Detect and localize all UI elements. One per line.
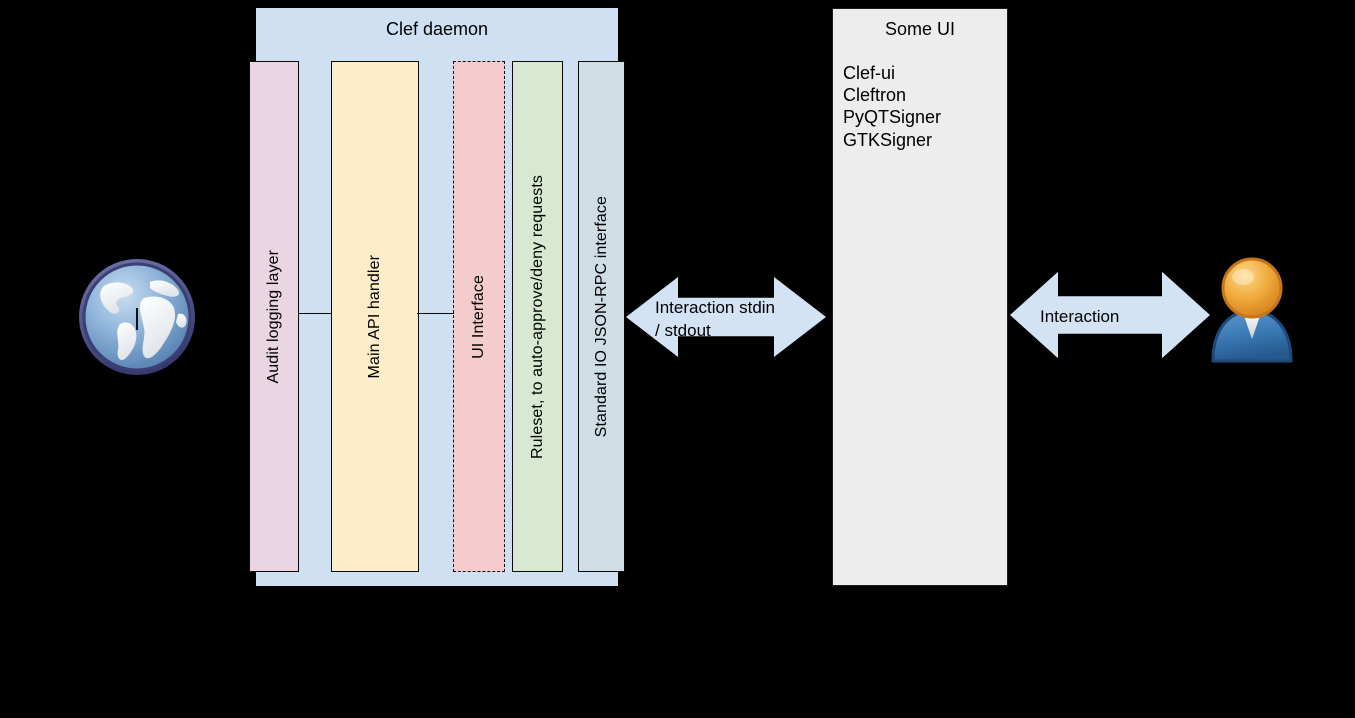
lane-ui-interface: UI Interface: [453, 61, 505, 572]
lane-api-label: Main API handler: [366, 254, 383, 379]
list-item: Cleftron: [843, 85, 907, 106]
lane-ruleset: Ruleset, to auto-approve/deny requests: [512, 61, 563, 572]
globe-icon: [74, 254, 200, 380]
list-item: PyQTSigner: [843, 107, 942, 128]
some-ui-list: Clef-ui Cleftron PyQTSigner GTKSigner: [843, 62, 941, 151]
some-ui-panel: [832, 8, 1008, 586]
connector-audit-to-api: [298, 313, 332, 314]
clef-daemon-container: [256, 8, 618, 586]
lane-main-api-handler: Main API handler: [331, 61, 419, 572]
lane-standard-io-jsonrpc: Standard IO JSON-RPC interface: [578, 61, 625, 572]
interaction-arrow-label: Interaction: [1040, 307, 1120, 326]
lane-audit-logging-layer: Audit logging layer: [249, 61, 299, 572]
some-ui-title: Some UI: [884, 19, 956, 39]
stdio-arrow-label: Interaction stdin / stdout: [655, 298, 776, 340]
lane-ruleset-label: Ruleset, to auto-approve/deny requests: [528, 174, 546, 459]
clef-daemon-title: Clef daemon: [385, 19, 489, 39]
connector-api-to-ui: [417, 313, 454, 314]
lane-ui-label: UI Interface: [470, 274, 487, 359]
user-icon: [1203, 253, 1301, 363]
list-item: GTKSigner: [843, 129, 933, 150]
list-item: Clef-ui: [843, 63, 896, 83]
lane-stdio-label: Standard IO JSON-RPC interface: [592, 195, 610, 438]
lane-audit-label: Audit logging layer: [265, 249, 282, 384]
